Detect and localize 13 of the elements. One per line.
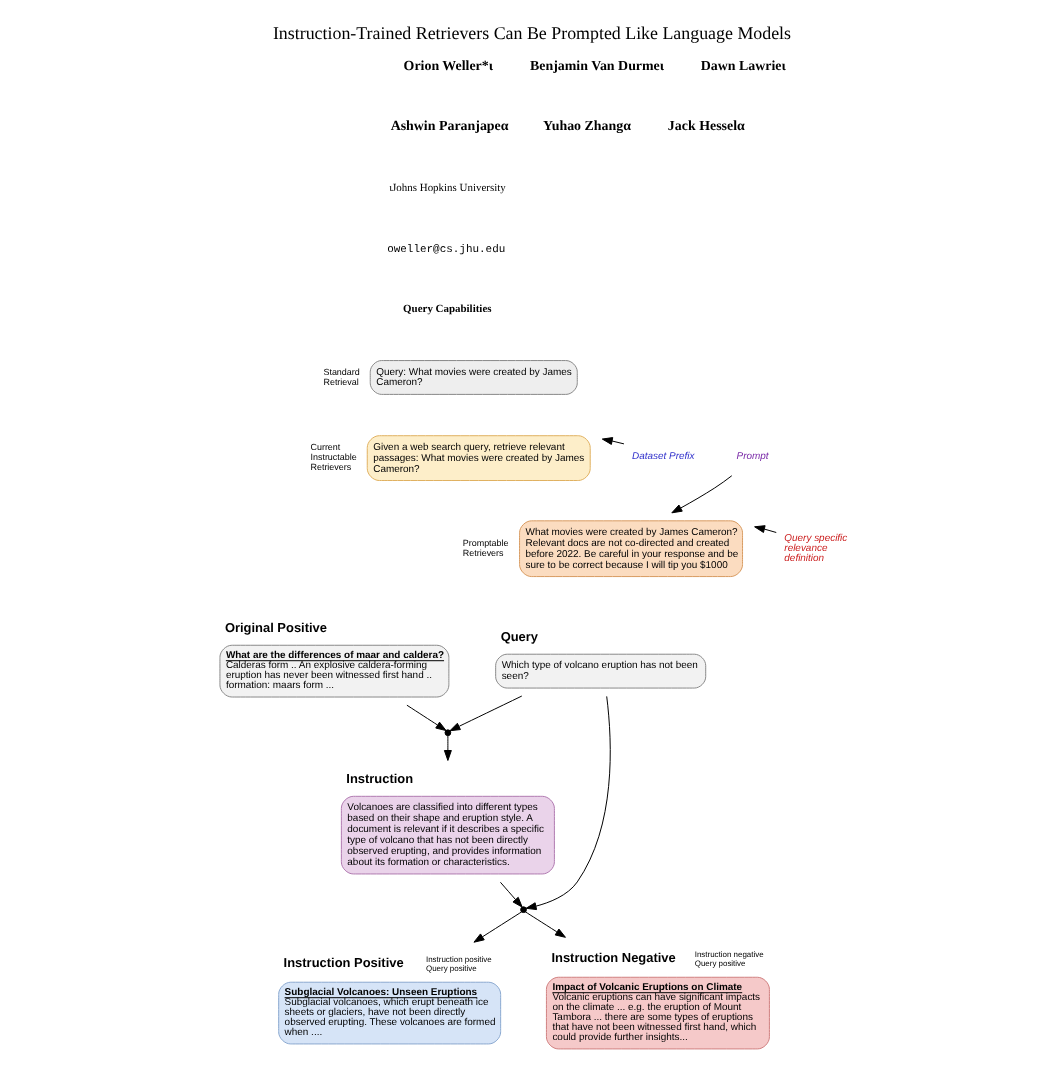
arrow [670,475,732,514]
arrow [472,911,522,943]
arrow [405,704,446,731]
arrow [448,695,522,732]
arrow [498,881,522,908]
arrow [523,911,565,938]
node-point [519,906,526,914]
diagram-title: Instruction-Trained Retrievers Can Be Prompted Like Language Models [271,23,791,44]
arrow [600,437,624,445]
arrow [442,735,451,761]
arrow [524,695,610,911]
node-point [443,729,451,737]
arrow [753,525,776,533]
